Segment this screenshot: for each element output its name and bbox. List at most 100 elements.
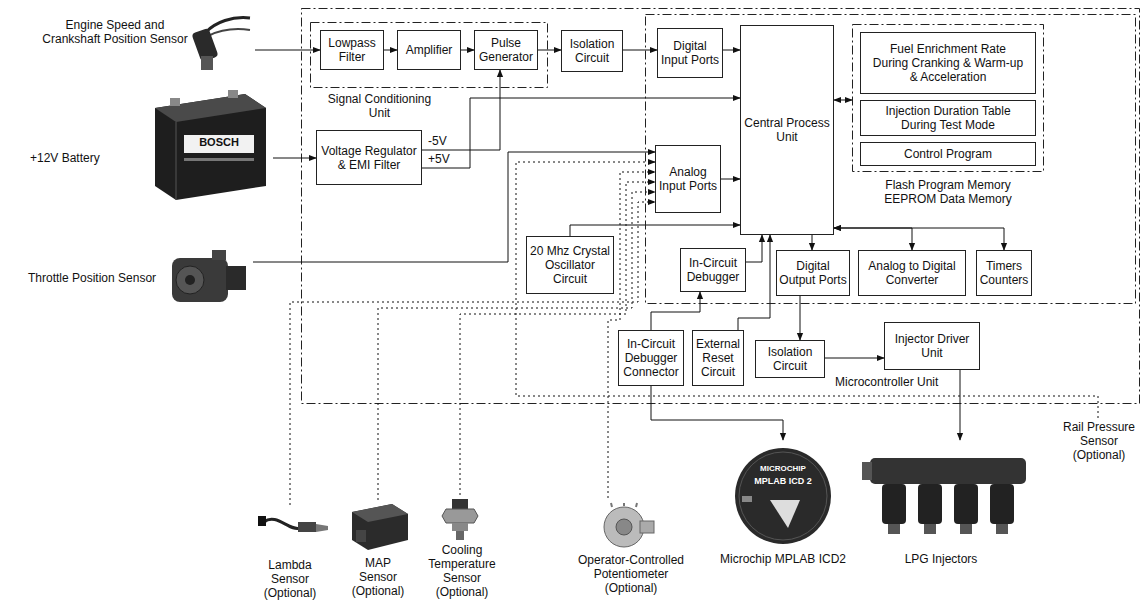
lambda-sensor-picture <box>264 519 300 528</box>
box-label: Injection Duration Table During Test Mod… <box>873 104 1023 132</box>
signal-arrow <box>422 70 500 150</box>
part-caption: +12V Battery <box>30 151 120 165</box>
part-caption: LPG Injectors <box>881 552 1001 566</box>
crankshaft-sensor-picture <box>201 56 213 70</box>
signal-arrow <box>834 228 912 250</box>
debugger-puck-picture <box>742 496 752 502</box>
crankshaft-sensor-picture <box>208 29 250 36</box>
group-outline <box>853 25 1044 172</box>
box-label: Digital Input Ports <box>660 39 720 67</box>
group-box: Microcontroller UnitDigital Input PortsC… <box>645 14 1136 304</box>
injector-rail-picture <box>924 524 936 534</box>
battery-picture <box>184 135 254 153</box>
voltage-label: +5V <box>428 152 454 166</box>
part-caption: MAP Sensor (Optional) <box>349 556 407 598</box>
throttle-sensor-picture <box>172 250 246 302</box>
box-label: In-Circuit Debugger Connector <box>621 337 681 379</box>
potentiometer-picture <box>611 503 637 507</box>
process-box: Voltage Regulator & EMI Filter <box>316 130 422 185</box>
optional-signal-line <box>290 202 655 505</box>
crankshaft-sensor-picture <box>191 18 250 70</box>
component-picture: Operator-Controlled Potentiometer (Optio… <box>562 498 700 598</box>
group-heading: Microcontroller Unit <box>835 375 950 389</box>
process-box: Digital Input Ports <box>657 28 723 78</box>
signal-arrow <box>461 50 474 51</box>
group-box: Signal Conditioning UnitLowpass FilterAm… <box>310 22 548 88</box>
signal-arrow <box>960 370 961 440</box>
box-label: Isolation Circuit <box>564 37 620 65</box>
box-label: Analog Input Ports <box>658 165 718 193</box>
box-label: Amplifier <box>406 43 453 57</box>
box-label: Digital Output Ports <box>779 259 847 287</box>
lambda-sensor-picture <box>298 522 316 532</box>
map-sensor-picture <box>352 504 408 522</box>
process-box: Injection Duration Table During Test Mod… <box>860 100 1036 136</box>
process-box: Digital Output Ports <box>776 250 850 296</box>
battery-picture <box>155 90 266 200</box>
signal-arrow <box>384 50 397 51</box>
debugger-puck-picture <box>770 500 800 528</box>
component-picture: Engine Speed and Crankshaft Position Sen… <box>40 14 255 72</box>
process-box: Pulse Generator <box>474 30 538 70</box>
part-caption: Engine Speed and Crankshaft Position Sen… <box>40 18 190 46</box>
box-label: 20 Mhz Crystal Oscillator Circuit <box>529 244 611 286</box>
battery-picture <box>155 94 266 122</box>
process-box: Analog Input Ports <box>655 145 721 213</box>
lambda-sensor-picture <box>316 524 328 532</box>
process-box: Central Process Unit <box>740 25 834 235</box>
signal-arrow <box>273 158 316 159</box>
box-label: Fuel Enrichment Rate During Cranking & W… <box>872 42 1024 84</box>
group-outline <box>311 23 548 88</box>
part-caption: Lambda Sensor (Optional) <box>261 558 319 600</box>
brand-text: MICROCHIP <box>748 464 818 474</box>
temperature-sensor-picture <box>452 499 468 509</box>
process-box: External Reset Circuit <box>692 330 744 386</box>
box-label: External Reset Circuit <box>695 337 741 379</box>
throttle-sensor-picture <box>212 250 226 260</box>
process-box: Timers Counters <box>976 250 1032 296</box>
injector-rail-picture <box>960 524 972 534</box>
injector-rail-picture <box>862 458 1026 534</box>
signal-arrow <box>538 50 561 51</box>
process-box: In-Circuit Debugger <box>680 248 746 292</box>
process-box: Fuel Enrichment Rate During Cranking & W… <box>860 32 1036 94</box>
signal-arrow <box>723 50 740 51</box>
injector-rail-picture <box>870 458 1026 484</box>
signal-arrow <box>812 235 813 250</box>
process-box: Isolation Circuit <box>561 30 623 72</box>
temperature-sensor-picture <box>442 499 478 540</box>
temperature-sensor-picture <box>442 509 478 523</box>
component-picture: Lambda Sensor (Optional) <box>245 505 335 600</box>
process-box: Control Program <box>860 142 1036 166</box>
debugger-puck-picture <box>739 452 827 540</box>
injector-rail-picture <box>918 484 942 524</box>
process-box: Analog to Digital Converter <box>858 250 966 296</box>
signal-arrow <box>800 296 801 340</box>
part-caption: Cooling Temperature Sensor (Optional) <box>424 543 500 599</box>
box-label: Analog to Digital Converter <box>861 259 963 287</box>
process-box: Isolation Circuit <box>755 340 825 378</box>
battery-picture <box>184 158 254 161</box>
signal-arrow <box>570 225 740 236</box>
group-heading: Signal Conditioning Unit <box>322 92 437 120</box>
debugger-puck-picture <box>735 448 831 544</box>
map-sensor-picture <box>352 504 408 550</box>
part-caption: Microchip MPLAB ICD2 <box>718 552 848 566</box>
map-sensor-picture <box>352 504 408 550</box>
map-sensor-picture <box>356 530 366 542</box>
box-label: Lowpass Filter <box>323 36 381 64</box>
signal-arrow <box>623 50 657 51</box>
box-label: Central Process Unit <box>743 116 831 144</box>
group-box: Flash Program Memory EEPROM Data MemoryF… <box>852 24 1044 172</box>
battery-picture <box>155 94 266 200</box>
signal-arrow <box>651 292 700 330</box>
signal-arrow <box>255 50 320 51</box>
process-box: Amplifier <box>397 30 461 70</box>
potentiometer-picture <box>604 507 644 547</box>
box-label: Voltage Regulator & EMI Filter <box>319 144 419 172</box>
component-picture: Cooling Temperature Sensor (Optional) <box>422 495 502 600</box>
process-box: 20 Mhz Crystal Oscillator Circuit <box>526 236 614 294</box>
injector-rail-picture <box>990 484 1014 524</box>
component-picture: Throttle Position Sensor <box>25 238 253 320</box>
